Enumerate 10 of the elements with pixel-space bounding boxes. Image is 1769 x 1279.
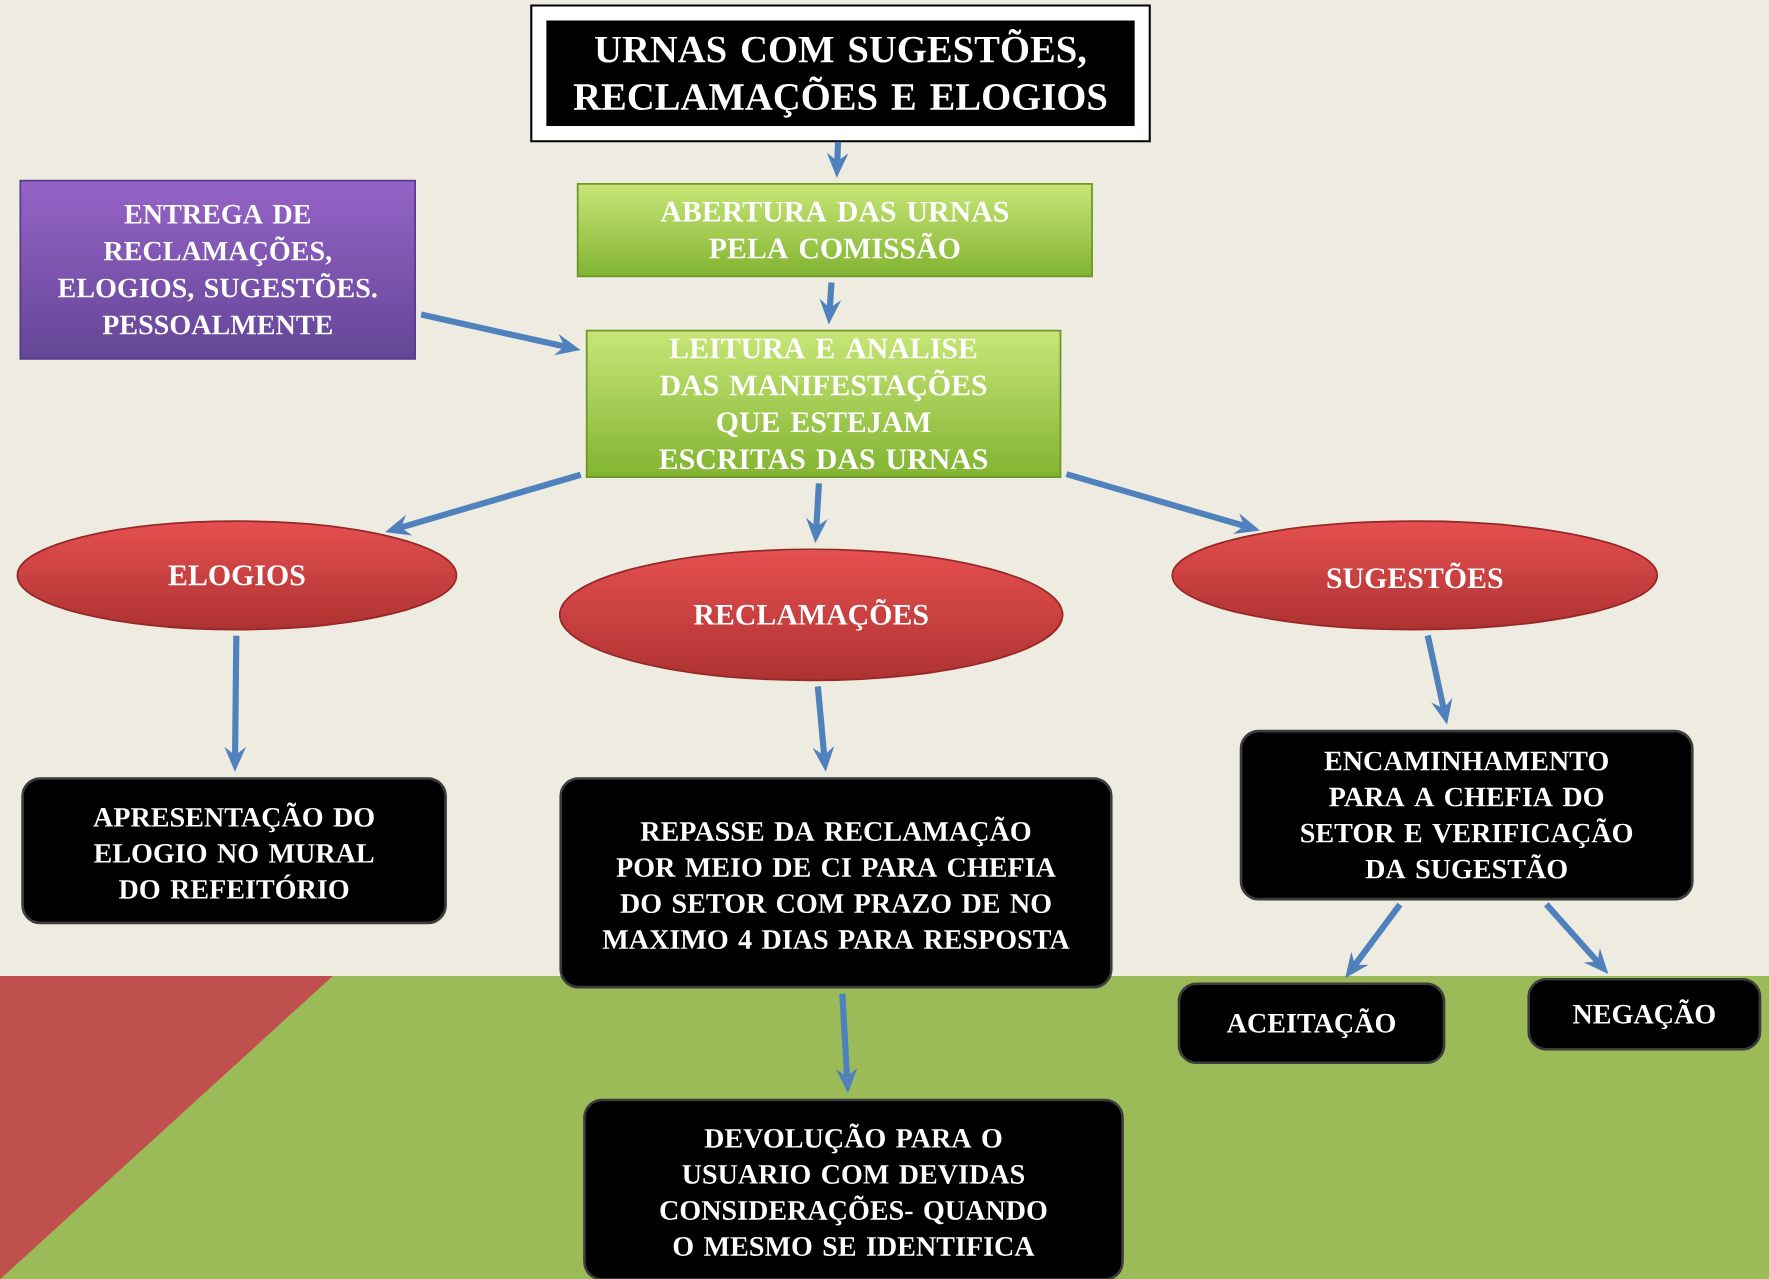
process-box: ABERTURA DAS URNAS PELA COMISSÃO [576, 182, 1093, 278]
result-box: DEVOLUÇÃO PARA O USUARIO COM DEVIDAS CONSIDERAÇÕES- QUANDO O MESMO SE IDENTIFICA [583, 1098, 1124, 1279]
title-box: URNAS COM SUGESTÕES, RECLAMAÇÕES E ELOGIOS [530, 4, 1151, 142]
result-box: ENCAMINHAMENTO PARA A CHEFIA DO SETOR E VERIFICAÇÃO DA SUGESTÃO [1239, 729, 1694, 901]
result-box: ACEITAÇÃO [1177, 982, 1446, 1064]
process-box: LEITURA E ANALISE DAS MANIFESTAÇÕES QUE ESTEJAM ESCRITAS DAS URNAS [585, 329, 1062, 478]
input-box: ENTREGA DE RECLAMAÇÕES, ELOGIOS, SUGESTÕES. PESSOALMENTE [19, 179, 416, 360]
result-box: REPASSE DA RECLAMAÇÃO POR MEIO DE CI PARA CHEFIA DO SETOR COM PRAZO DE NO MAXIMO 4 DIAS PARA RESPOSTA [559, 777, 1113, 989]
result-box: APRESENTAÇÃO DO ELOGIO NO MURAL DO REFEITÓRIO [21, 776, 447, 924]
result-box: NEGAÇÃO [1527, 977, 1762, 1051]
